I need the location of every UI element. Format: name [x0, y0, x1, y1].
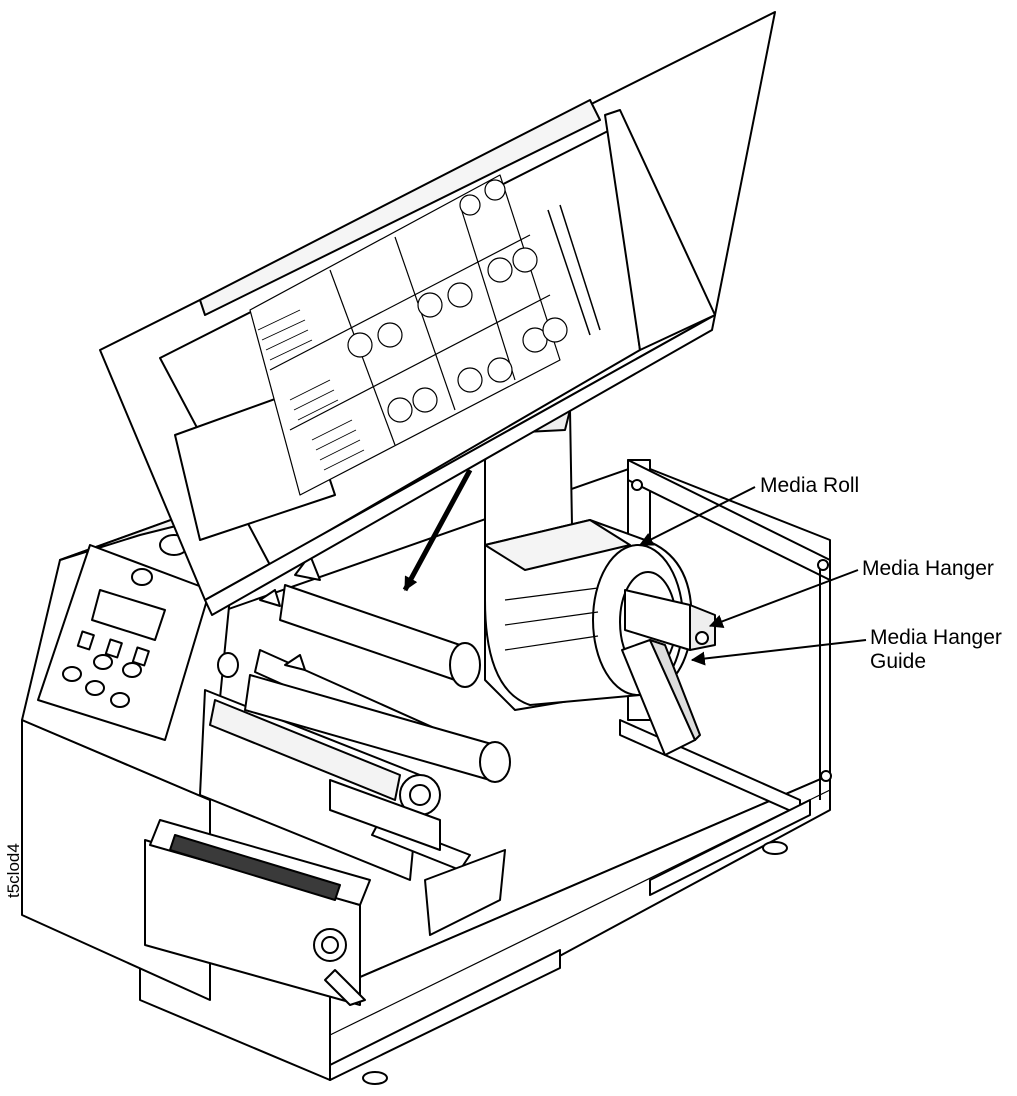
figure-id: t5clod4 [4, 843, 23, 898]
instruction-label [249, 174, 568, 496]
media-hanger [624, 589, 716, 651]
media-hanger-guide-leader [690, 639, 867, 666]
media-hanger-guide [621, 639, 701, 756]
media-hanger-guide-label: Media Hanger Guide [870, 626, 1002, 673]
media-roll-leader [638, 486, 756, 546]
front-assembly [144, 819, 506, 1006]
media-roll-label: Media Roll [760, 474, 860, 497]
ribbon-spindles [217, 554, 511, 783]
printer-feet [362, 841, 788, 1085]
media-hanger-leader [708, 569, 859, 629]
media-hanger-label: Media Hanger [862, 557, 994, 580]
control-panel [37, 544, 211, 741]
feed-direction-arrow [402, 468, 473, 592]
